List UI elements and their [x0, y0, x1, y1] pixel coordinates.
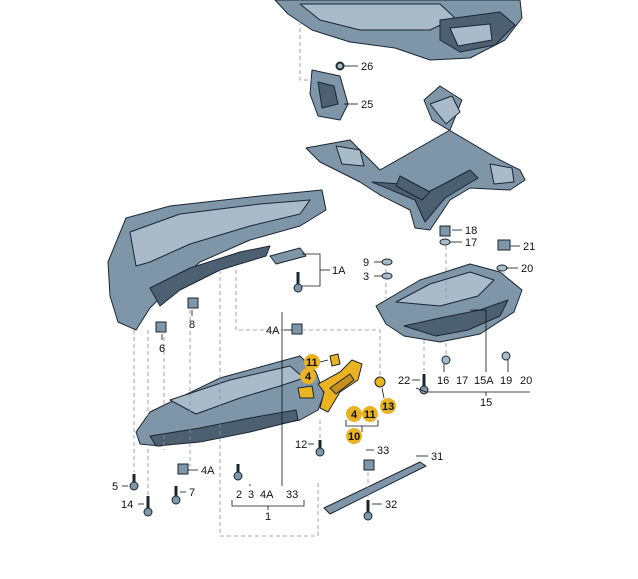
- seal-strip-31: [323, 461, 427, 515]
- washer-17: [439, 238, 451, 246]
- callout-12: 12: [295, 439, 307, 451]
- front-underbody-panel: [135, 355, 325, 447]
- highlight-callout-13: 13: [382, 401, 394, 413]
- highlighted-callouts: 11 4 4 11 13 10: [300, 354, 396, 444]
- clip-18: [439, 225, 451, 237]
- callout-8: 8: [189, 319, 195, 331]
- callout-26: 26: [361, 61, 373, 73]
- callout-2: 2: [236, 489, 242, 501]
- highlight-callout-4-left: 4: [305, 371, 312, 383]
- callout-7: 7: [189, 487, 195, 499]
- callout-22: 22: [398, 375, 410, 387]
- leader-lines: [122, 65, 530, 510]
- callout-4A-lower: 4A: [201, 465, 215, 477]
- clip-33: [363, 459, 375, 471]
- clip-4A-lower: [177, 463, 189, 475]
- callout-9: 9: [363, 257, 369, 269]
- bracket-1A: [269, 247, 307, 265]
- callout-17: 17: [465, 237, 477, 249]
- callout-33-right: 33: [377, 445, 389, 457]
- callout-31: 31: [431, 451, 443, 463]
- rear-underbody-panel: [375, 263, 523, 343]
- callout-33-bottom: 33: [286, 489, 298, 501]
- callout-4A-upper: 4A: [266, 325, 280, 337]
- clip-21: [497, 239, 511, 251]
- callout-32: 32: [385, 499, 397, 511]
- callout-6: 6: [159, 343, 165, 355]
- callout-18: 18: [465, 225, 477, 237]
- clip-8: [187, 297, 199, 309]
- nut-26: [336, 62, 344, 70]
- bolt-19: [501, 351, 511, 361]
- callout-3-lower: 3: [248, 489, 254, 501]
- callout-19: 19: [500, 375, 512, 387]
- highlight-callout-4-bottom: 4: [351, 409, 358, 421]
- callout-3-upper: 3: [363, 271, 369, 283]
- bracket-25: [309, 61, 349, 121]
- vehicle-floor-pan: [274, 0, 523, 61]
- highlighted-mounting-bracket: [297, 353, 386, 413]
- washer-9: [381, 258, 393, 266]
- clip-6: [155, 321, 167, 333]
- callout-labels: 26 25 18 17 21 20 9 3 1A 8 6 4A 22 16 17…: [112, 61, 535, 523]
- fasteners: [129, 62, 511, 521]
- callout-20-lower: 20: [520, 375, 532, 387]
- highlight-callout-11-bottom: 11: [364, 409, 376, 421]
- front-bumper-cover: [107, 189, 327, 331]
- subframe: [305, 85, 526, 231]
- callout-1: 1: [265, 511, 271, 523]
- washer-20: [496, 264, 508, 272]
- clip-4A-upper: [291, 323, 303, 335]
- callout-25: 25: [361, 99, 373, 111]
- nut-16: [441, 355, 451, 365]
- callout-14: 14: [121, 499, 133, 511]
- callout-4A-bottom: 4A: [260, 489, 274, 501]
- callout-21: 21: [523, 241, 535, 253]
- callout-5: 5: [112, 481, 118, 493]
- washer-3-upper: [381, 272, 393, 280]
- callout-15: 15: [480, 397, 492, 409]
- highlight-callout-10: 10: [348, 431, 360, 443]
- callout-17-lower: 17: [456, 375, 468, 387]
- callout-1A: 1A: [332, 265, 346, 277]
- dashed-assembly-lines: [133, 0, 505, 537]
- callout-20: 20: [521, 263, 533, 275]
- callout-15A: 15A: [474, 375, 494, 387]
- highlight-callout-11-top: 11: [306, 357, 318, 369]
- callout-16: 16: [437, 375, 449, 387]
